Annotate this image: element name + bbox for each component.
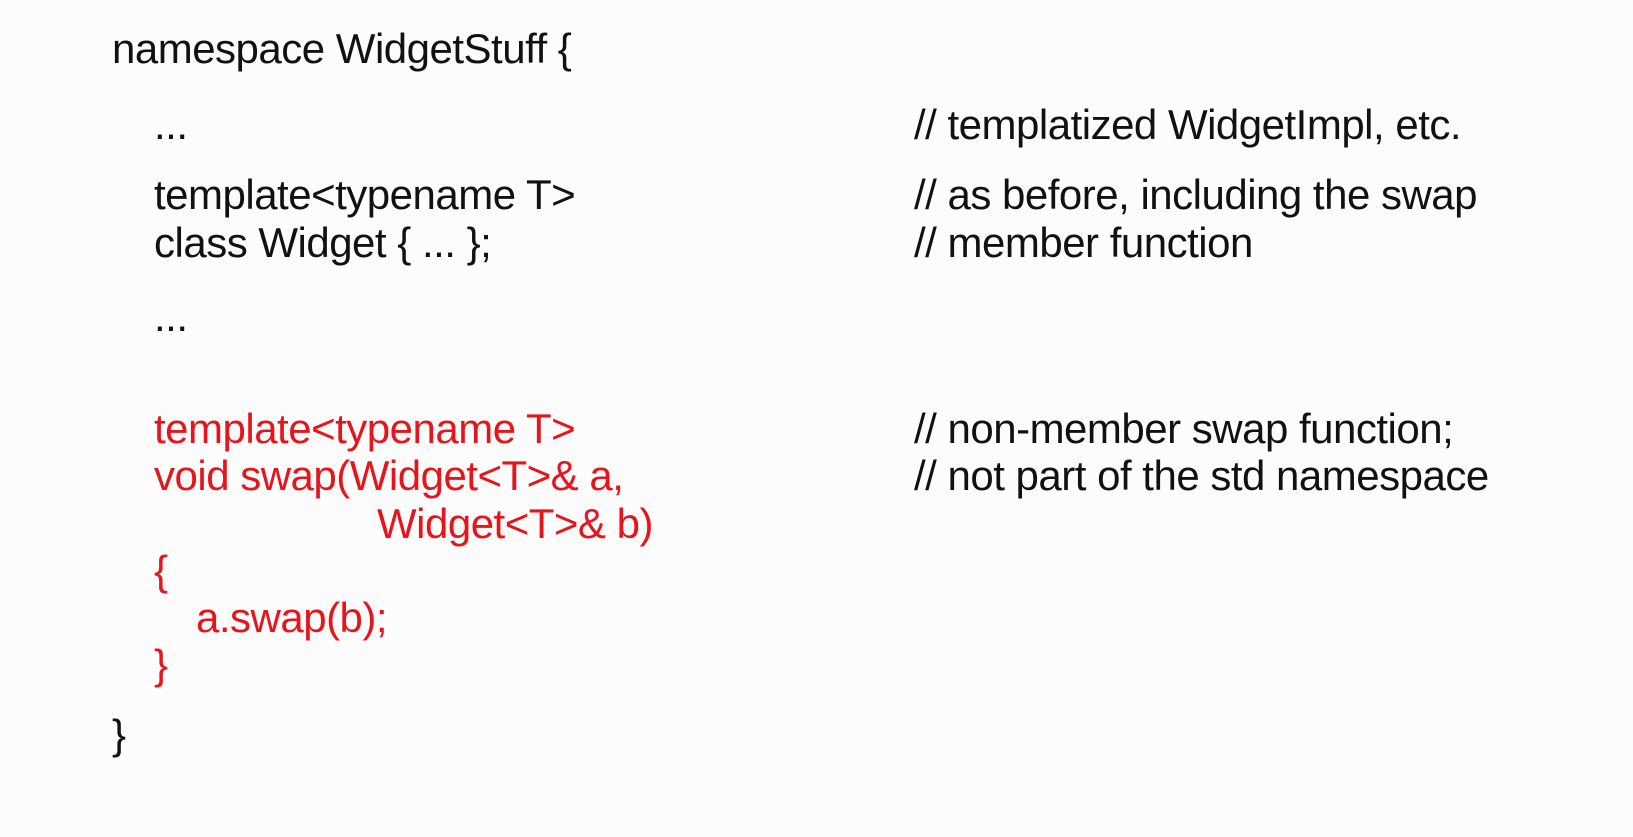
comment-line: // templatized WidgetImpl, etc. xyxy=(914,101,1462,148)
ellipsis-line: ... xyxy=(154,101,188,148)
namespace-open-line: namespace WidgetStuff { xyxy=(112,25,572,72)
swap-body-line: a.swap(b); xyxy=(196,594,388,641)
open-brace: { xyxy=(154,547,168,594)
swap-signature-continuation: Widget<T>& b) xyxy=(377,500,653,547)
class-decl-line: class Widget { ... }; xyxy=(154,219,492,266)
comment-line: // non-member swap function; xyxy=(914,405,1454,452)
template-decl-line: template<typename T> xyxy=(154,171,576,218)
comment-line: // member function xyxy=(914,219,1253,266)
namespace-close-brace: } xyxy=(112,711,126,758)
swap-signature-line: void swap(Widget<T>& a, xyxy=(154,452,624,499)
comment-line: // as before, including the swap xyxy=(914,171,1478,218)
comment-line: // not part of the std namespace xyxy=(914,452,1489,499)
swap-template-line: template<typename T> xyxy=(154,405,576,452)
ellipsis-line: ... xyxy=(154,293,188,340)
close-brace: } xyxy=(154,641,168,688)
